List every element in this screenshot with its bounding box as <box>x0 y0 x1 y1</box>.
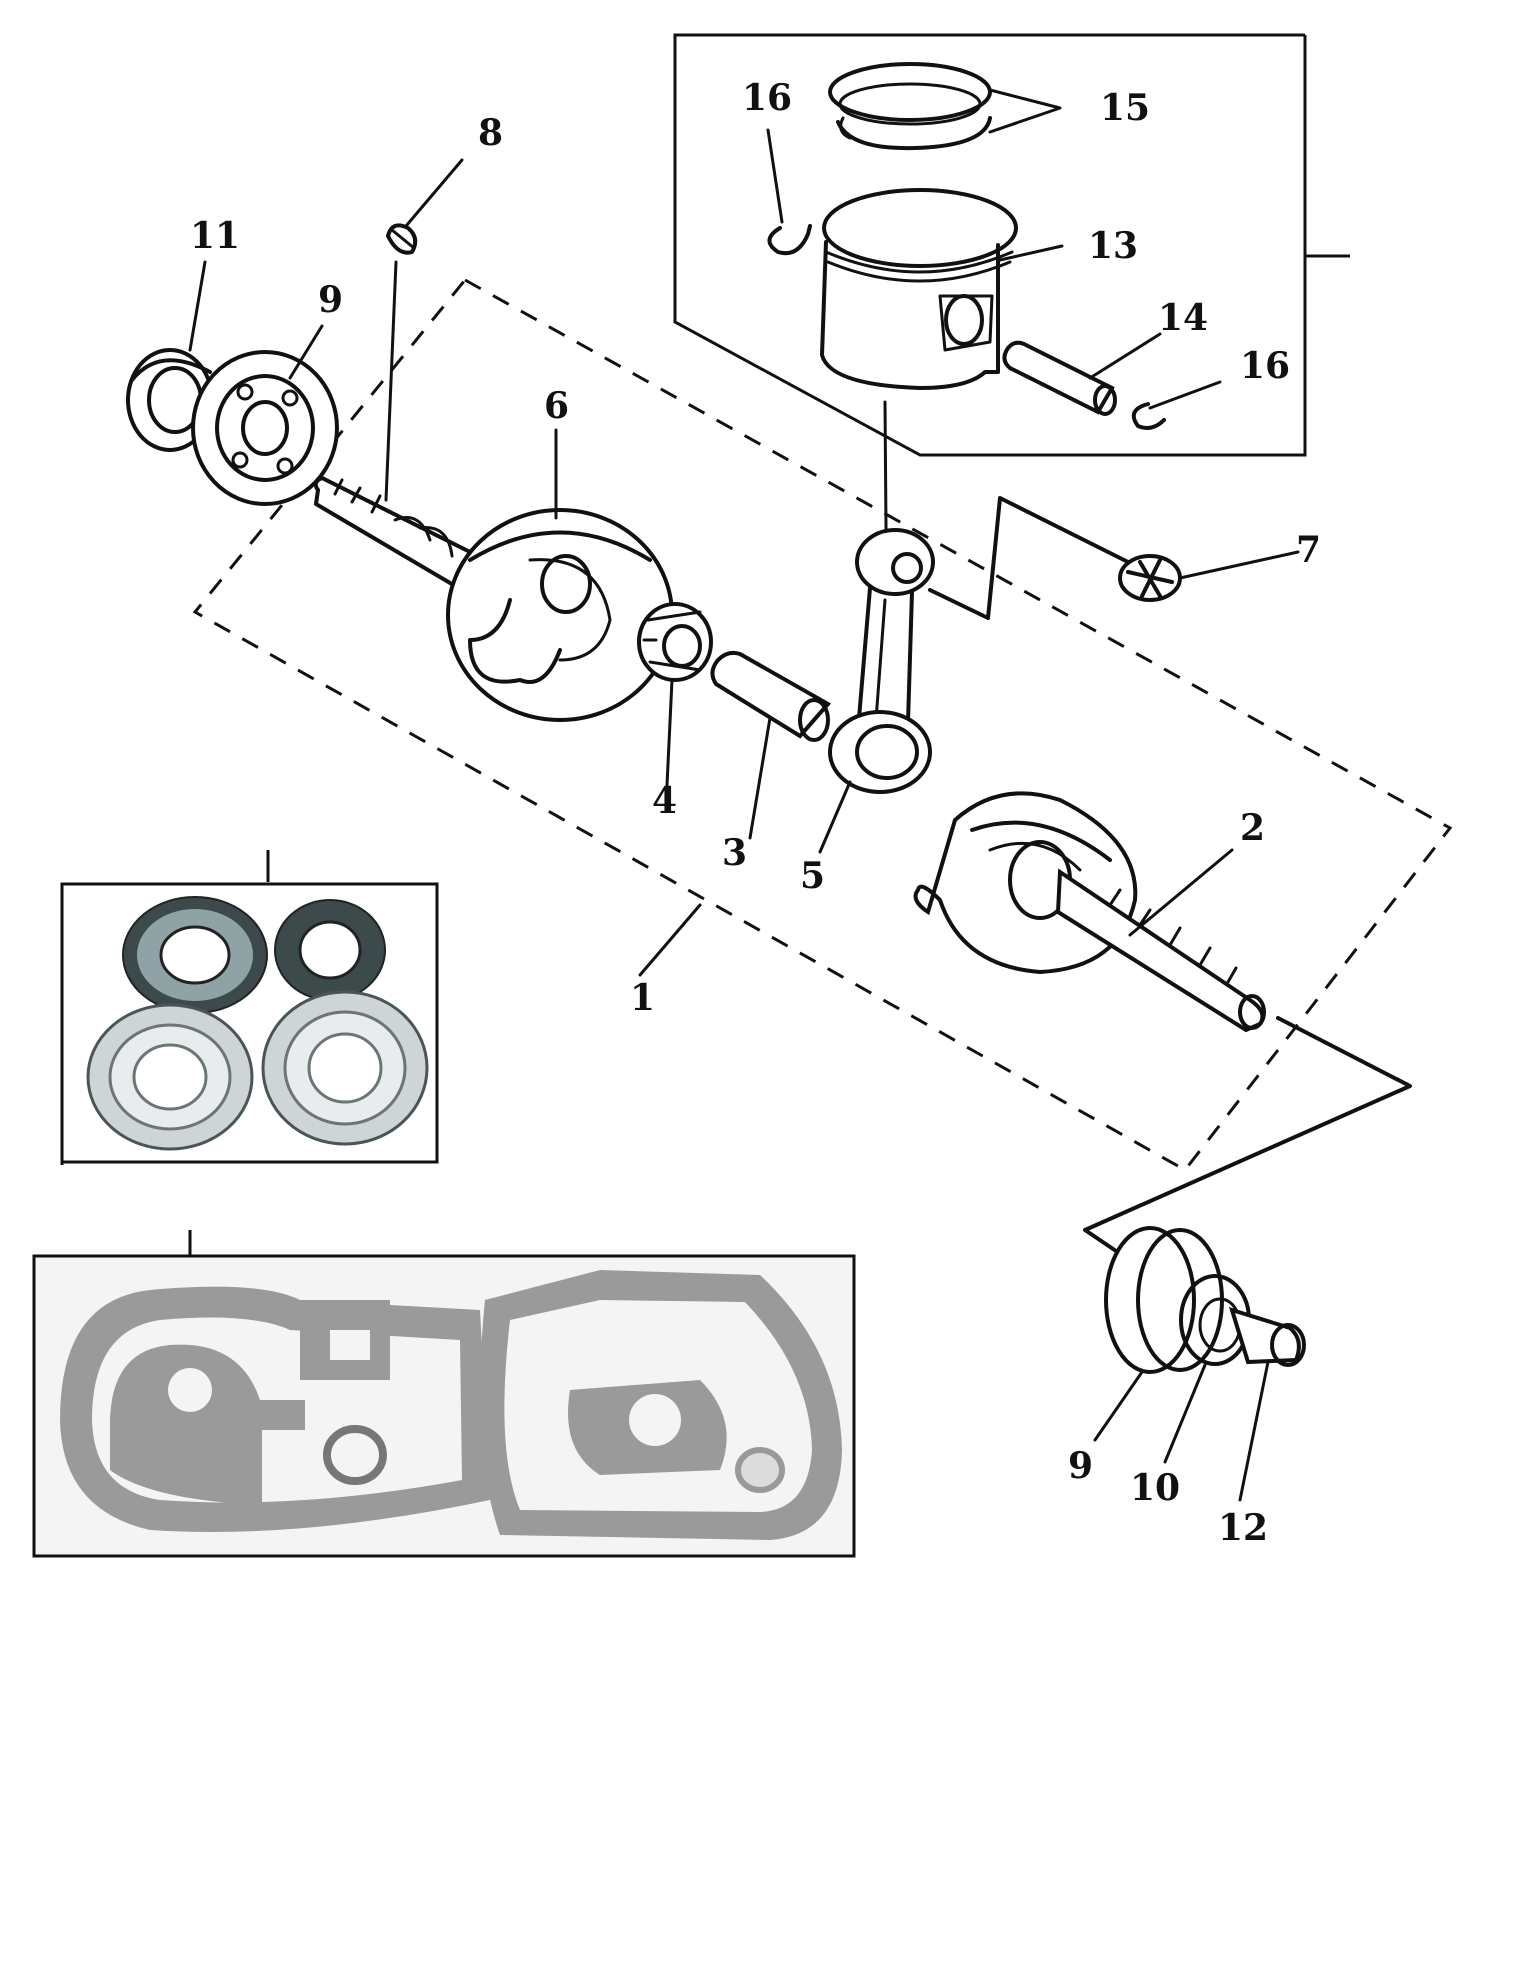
callout-leader-1 <box>638 903 702 977</box>
callout-1: 1 <box>630 977 655 1019</box>
small-end-bearing-bracket <box>928 496 1130 620</box>
callout-leader-7 <box>1178 550 1300 580</box>
callout-15: 15 <box>1100 87 1150 129</box>
connecting-rod <box>828 528 935 794</box>
gasket-cylinder-base <box>300 1300 390 1380</box>
callout-10: 10 <box>1130 1467 1180 1509</box>
callout-12: 12 <box>1218 1507 1268 1549</box>
callout-leader-9-right <box>1093 1370 1144 1442</box>
oil-seal-large-photo <box>122 896 268 1014</box>
oil-seal-left <box>126 348 214 452</box>
crankshaft-left-half <box>313 475 674 722</box>
ball-bearing-photo-left <box>86 1003 254 1151</box>
crankshaft-assembly-boundary <box>192 278 1453 1172</box>
piston-kit-frame <box>673 33 1350 457</box>
woodruff-key <box>386 223 418 255</box>
callout-7: 7 <box>1296 529 1321 571</box>
callout-leader-9-left <box>288 324 324 380</box>
callout-leader-14 <box>1088 332 1162 380</box>
needle-bearing <box>637 602 713 682</box>
piston-pin <box>1002 340 1117 416</box>
callout-leader-3 <box>748 716 772 840</box>
crankshaft-right-half <box>913 791 1266 1033</box>
callout-3: 3 <box>722 832 747 874</box>
callout-2: 2 <box>1240 807 1265 849</box>
ball-bearing-photo-right <box>261 990 429 1146</box>
callout-leader-15 <box>988 88 1062 134</box>
callout-leader-5 <box>818 780 852 854</box>
bearings-and-seals-photo <box>60 850 439 1165</box>
oil-seal-small-photo <box>274 899 386 1001</box>
gasket-right-cover <box>480 1270 842 1540</box>
callout-6: 6 <box>544 385 569 427</box>
callout-leader-16-right <box>1148 380 1222 410</box>
callout-leader-11 <box>188 260 207 352</box>
callout-leader-4 <box>665 678 674 787</box>
right-bearing-bracket <box>1083 1016 1412 1257</box>
circlip-right <box>1131 402 1166 430</box>
key-guide-line <box>384 260 398 502</box>
callout-16-top: 16 <box>742 77 792 119</box>
piston-rod-guide-line <box>883 400 888 530</box>
right-bearing-group <box>1104 1226 1306 1374</box>
gasket-set-photo <box>32 1230 856 1558</box>
callout-8: 8 <box>478 112 503 154</box>
callout-4: 4 <box>652 780 677 822</box>
circlip-top <box>767 224 812 256</box>
callout-9-left: 9 <box>318 279 343 321</box>
callout-leader-8 <box>404 158 464 228</box>
callout-11: 11 <box>190 215 240 257</box>
piston <box>820 188 1018 390</box>
callout-5: 5 <box>800 855 825 897</box>
crank-pin <box>710 650 832 742</box>
callout-leader-16-top <box>766 128 784 224</box>
ball-bearing-left <box>191 350 339 506</box>
gasket-left-cover <box>60 1286 490 1532</box>
callout-9-right: 9 <box>1068 1445 1093 1487</box>
callout-14: 14 <box>1158 297 1208 339</box>
callout-leader-2 <box>1128 848 1234 937</box>
small-end-bearing <box>1118 554 1182 602</box>
callout-leader-13 <box>998 244 1064 262</box>
callout-leader-10 <box>1163 1363 1207 1464</box>
piston-rings <box>828 62 992 151</box>
callout-13: 13 <box>1088 225 1138 267</box>
callout-16-right: 16 <box>1240 345 1290 387</box>
callout-leader-12 <box>1238 1360 1270 1502</box>
